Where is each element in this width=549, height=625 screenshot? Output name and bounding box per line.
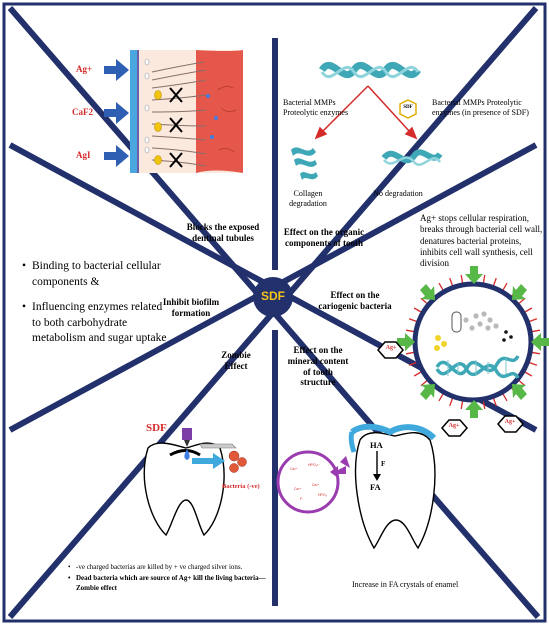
tubule-label-caf2: CaF2 — [72, 107, 93, 118]
fa-label: FA — [370, 482, 381, 492]
svg-text:Ca²⁺: Ca²⁺ — [312, 483, 320, 487]
biofilm-bullet: Influencing enzymes related to both carb… — [22, 300, 172, 347]
zombie-sdf-label: SDF — [146, 422, 167, 435]
mineral-panel: Ca²⁺ HPO₄²⁻ Ca²⁺ Ca²⁺ F⁻ HPO₄ — [278, 427, 435, 548]
f-label: F — [381, 460, 385, 468]
svg-text:F⁻: F⁻ — [300, 497, 304, 501]
ha-label: HA — [370, 440, 383, 450]
center-label: SDF — [253, 289, 293, 303]
ion-label-1: Ag+ — [381, 345, 401, 352]
sector-label-cariogenic: Effect on the cariogenic bacteria — [318, 290, 392, 312]
ion-label-2: Ag+ — [444, 423, 464, 430]
ion-label-3: Ag+ — [500, 419, 520, 426]
tubule-panel — [104, 50, 243, 173]
mineral-caption: Increase in FA crystals of enamel — [352, 580, 458, 590]
svg-text:Ca²⁺: Ca²⁺ — [290, 467, 298, 471]
zombie-notes: -ve charged bacterias are killed by + ve… — [68, 563, 268, 595]
sector-label-mineral: Effect on the mineral content of tooth s… — [286, 345, 350, 388]
zombie-note: -ve charged bacterias are killed by + ve… — [68, 563, 268, 572]
sector-label-blocks: Blocks the exposed dentinal tubules — [173, 222, 273, 244]
zombie-panel — [144, 428, 246, 535]
zombie-note: Dead bacteria which are source of Ag+ ki… — [68, 574, 268, 593]
biofilm-bullet: Binding to bacterial cellular components… — [22, 259, 172, 290]
svg-text:HPO₄: HPO₄ — [318, 493, 328, 497]
collagen-panel — [291, 65, 440, 180]
svg-text:Ca²⁺: Ca²⁺ — [294, 487, 302, 491]
bacteria-panel — [378, 266, 549, 436]
blue-arrow-icons — [104, 59, 129, 167]
bacteria-charge-label: Bacteria (-ve) — [222, 483, 260, 491]
sdf-badge-icon: SDF — [400, 105, 416, 111]
silver-action-text: Ag+ stops cellular respiration, breaks t… — [420, 213, 548, 269]
biofilm-bullet-list: Binding to bacterial cellular components… — [22, 259, 172, 357]
mmp-caption-left: Bacterial MMPs Proteolytic enzymes — [283, 98, 363, 117]
sector-label-zombie: Zombie Effect — [216, 350, 256, 372]
no-degradation-label: No degradation — [372, 189, 424, 199]
svg-text:HPO₄²⁻: HPO₄²⁻ — [308, 463, 320, 467]
sector-label-organic: Effect on the organic components of toot… — [283, 227, 365, 249]
mmp-caption-right: Bacterial MMPs Proteolytic enzymes (in p… — [432, 98, 536, 117]
collagen-degradation-label: Collagen degradation — [280, 189, 336, 208]
tubule-label-ag: Ag+ — [76, 64, 92, 75]
tubule-label-agi: AgI — [76, 150, 91, 161]
